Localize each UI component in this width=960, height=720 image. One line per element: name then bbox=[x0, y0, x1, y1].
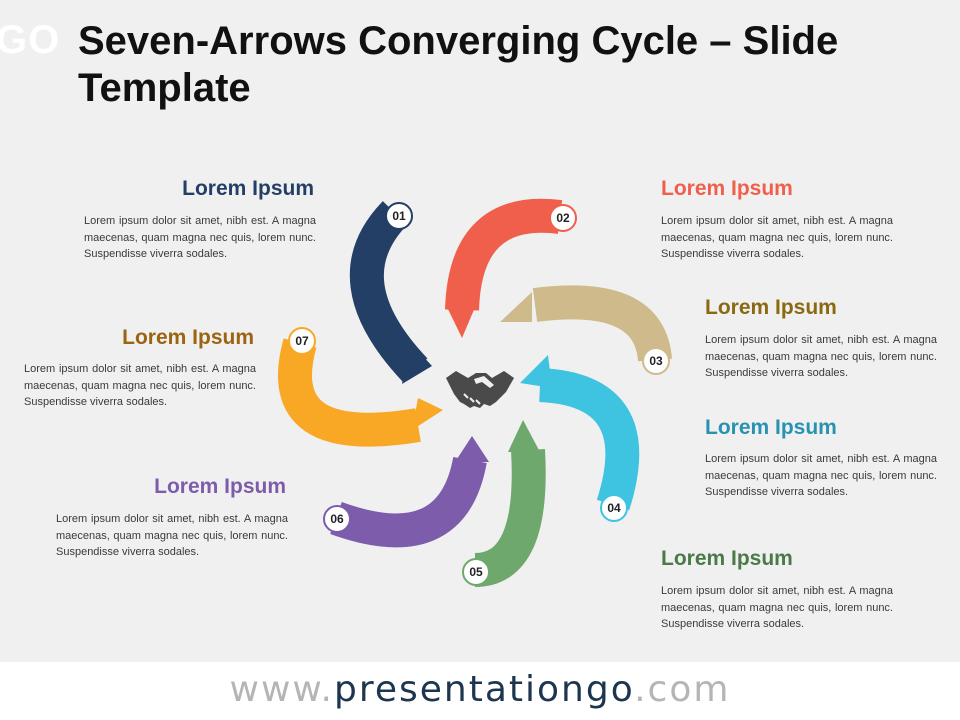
brand-logo: GO bbox=[0, 18, 61, 62]
item-06-body: Lorem ipsum dolor sit amet, nibh est. A … bbox=[56, 513, 288, 558]
step-badge-01 bbox=[385, 202, 413, 230]
arrow-07-body bbox=[278, 338, 421, 447]
step-number-03: 03 bbox=[649, 354, 663, 368]
arrow-02: 02 bbox=[445, 198, 577, 338]
item-05-body: Lorem ipsum dolor sit amet, nibh est. A … bbox=[661, 585, 893, 630]
step-number-05: 05 bbox=[469, 565, 483, 579]
footer-url-suffix: .com bbox=[634, 669, 731, 710]
arrow-06-head bbox=[455, 436, 489, 462]
item-03-title: Lorem Ipsum bbox=[705, 296, 837, 319]
step-number-04: 04 bbox=[607, 501, 621, 515]
arrow-07-head bbox=[412, 398, 443, 430]
item-01-body: Lorem ipsum dolor sit amet, nibh est. A … bbox=[84, 215, 316, 260]
item-04-title: Lorem Ipsum bbox=[705, 416, 837, 439]
footer-url-prefix: www. bbox=[229, 669, 334, 710]
arrow-02-body bbox=[445, 198, 563, 311]
item-03-body: Lorem ipsum dolor sit amet, nibh est. A … bbox=[705, 334, 937, 379]
arrow-04: 04 bbox=[520, 355, 640, 522]
item-06-title: Lorem Ipsum bbox=[154, 475, 286, 498]
step-badge-03 bbox=[642, 347, 670, 375]
arrow-06: 06 bbox=[323, 436, 489, 548]
arrow-06-body bbox=[330, 456, 487, 548]
step-number-06: 06 bbox=[330, 512, 344, 526]
step-badge-07 bbox=[288, 327, 316, 355]
arrow-03: 03 bbox=[500, 285, 672, 375]
arrow-04-body bbox=[538, 368, 640, 511]
arrow-03-head bbox=[500, 292, 532, 322]
footer-url-brand: presentationgo bbox=[334, 669, 635, 710]
arrow-03-body bbox=[532, 285, 672, 363]
item-07-body: Lorem ipsum dolor sit amet, nibh est. A … bbox=[24, 363, 256, 408]
step-badge-05 bbox=[462, 558, 490, 586]
arrow-02-head bbox=[446, 305, 476, 338]
item-07-title: Lorem Ipsum bbox=[122, 326, 254, 349]
step-badge-06 bbox=[323, 505, 351, 533]
slide-title: Seven-Arrows Converging Cycle – Slide Te… bbox=[78, 19, 839, 110]
step-number-02: 02 bbox=[556, 211, 570, 225]
item-04-body: Lorem ipsum dolor sit amet, nibh est. A … bbox=[705, 453, 937, 498]
arrow-01: 01 bbox=[349, 201, 432, 384]
handshake-icon bbox=[446, 371, 514, 408]
step-number-01: 01 bbox=[392, 209, 406, 223]
item-02-body: Lorem ipsum dolor sit amet, nibh est. A … bbox=[661, 215, 893, 260]
arrow-07: 07 bbox=[278, 327, 443, 447]
arrow-04-head bbox=[520, 355, 552, 388]
step-badge-02 bbox=[549, 204, 577, 232]
arrow-01-body bbox=[349, 201, 428, 382]
arrow-01-head bbox=[402, 342, 432, 384]
item-05-title: Lorem Ipsum bbox=[661, 547, 793, 570]
item-01-title: Lorem Ipsum bbox=[182, 177, 314, 200]
step-number-07: 07 bbox=[295, 334, 309, 348]
item-02-title: Lorem Ipsum bbox=[661, 177, 793, 200]
step-badge-04 bbox=[600, 494, 628, 522]
arrow-05-head bbox=[508, 420, 540, 452]
footer-url: www.presentationgo.com bbox=[0, 662, 960, 720]
arrow-05: 05 bbox=[462, 420, 546, 587]
